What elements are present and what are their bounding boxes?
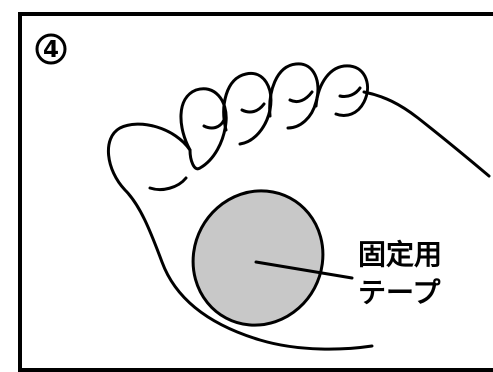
callout-leader-line — [254, 260, 354, 280]
toe-2-crease — [202, 118, 226, 130]
fixing-tape-pad — [191, 189, 325, 327]
step-badge-circle — [35, 33, 67, 65]
big-toe-crease — [148, 176, 188, 192]
toe-3-crease — [240, 102, 266, 114]
callout-label: 固定用 テープ — [358, 238, 442, 309]
toe-2-outline — [179, 87, 228, 171]
toe-5-outline — [314, 64, 369, 117]
big-toe-outline — [106, 122, 374, 351]
callout-line-2: テープ — [358, 276, 441, 309]
foot-sole — [106, 62, 491, 351]
toe-5-crease — [338, 86, 362, 98]
step-number: 4 — [43, 37, 59, 63]
callout-line-1: 固定用 — [358, 238, 442, 271]
foot-outer-edge — [362, 90, 491, 178]
toe-3-outline — [222, 72, 273, 146]
toe-4-outline — [268, 62, 320, 130]
step-badge: 4 — [35, 33, 67, 65]
toe-4-crease — [288, 90, 314, 104]
